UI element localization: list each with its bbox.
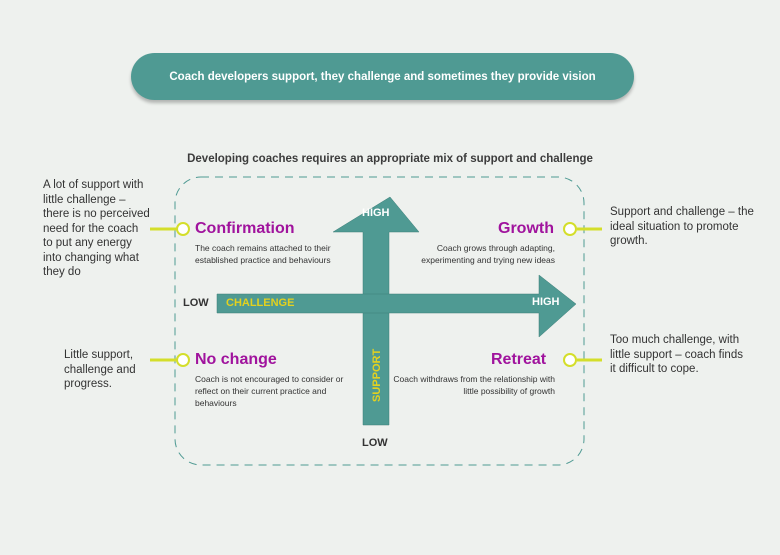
challenge-low-label: LOW <box>183 297 209 309</box>
subtitle: Developing coaches requires an appropria… <box>187 153 593 165</box>
confirmation-title: Confirmation <box>195 220 295 237</box>
challenge-axis-label: CHALLENGE <box>226 297 295 309</box>
support-axis-label: SUPPORT <box>371 348 383 402</box>
retreat-title: Retreat <box>491 351 547 368</box>
connector-top-right <box>563 222 602 236</box>
side-note-bottom-right: Too much challenge, with little support … <box>610 334 743 375</box>
retreat-desc: Coach withdraws from the relationship wi… <box>393 374 555 396</box>
side-note-top-left: A lot of support with little challenge –… <box>43 179 150 278</box>
connector-top-left <box>150 222 190 236</box>
support-high-label: HIGH <box>362 207 390 219</box>
connector-bottom-left <box>150 353 190 367</box>
growth-title: Growth <box>498 220 554 237</box>
no-change-title: No change <box>195 351 277 368</box>
side-note-bottom-left: Little support, challenge and progress. <box>64 349 136 390</box>
growth-desc: Coach grows through adapting, experiment… <box>421 243 555 265</box>
title-banner: Coach developers support, they challenge… <box>131 53 634 100</box>
side-note-top-right: Support and challenge – the ideal situat… <box>610 206 754 247</box>
confirmation-desc: The coach remains attached to their esta… <box>195 243 331 265</box>
support-low-label: LOW <box>362 437 388 449</box>
connector-bottom-right <box>563 353 602 367</box>
challenge-arrow <box>216 274 577 338</box>
no-change-desc: Coach is not encouraged to consider or r… <box>195 374 344 408</box>
banner-text: Coach developers support, they challenge… <box>169 70 596 83</box>
challenge-high-label: HIGH <box>532 296 560 308</box>
